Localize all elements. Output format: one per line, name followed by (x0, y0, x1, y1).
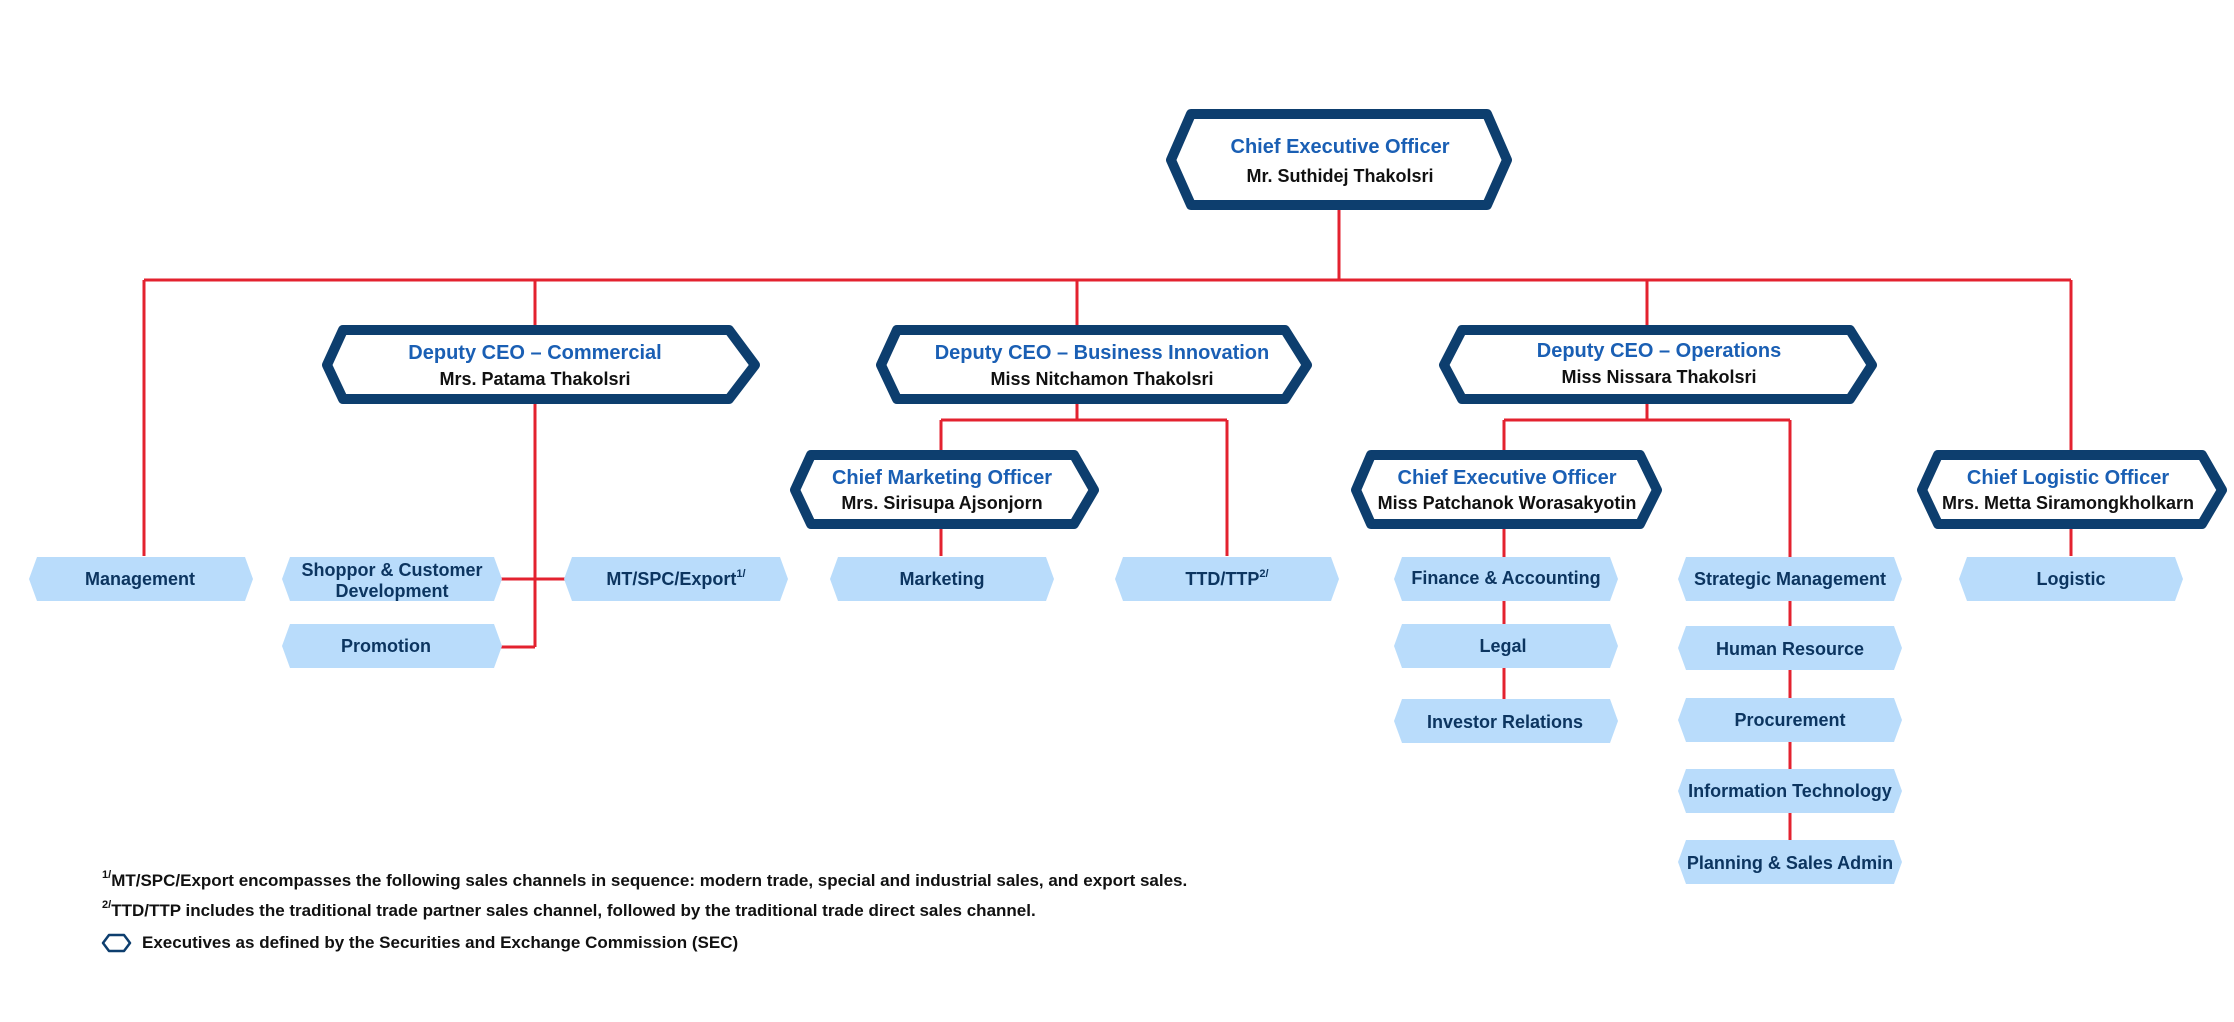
logistic-box (1959, 557, 2183, 601)
footnote-1: 1/MT/SPC/Export encompasses the followin… (102, 869, 1187, 890)
procurement-label: Procurement (1734, 710, 1845, 730)
mt-spc-sup: 1/ (736, 568, 745, 580)
promotion-label: Promotion (341, 636, 431, 656)
deputy-innovation-name: Miss Nitchamon Thakolsri (990, 369, 1213, 389)
ceo-title: Chief Executive Officer (1231, 136, 1450, 158)
investor-box (1394, 699, 1618, 743)
footnote-1-sup: 1/ (102, 869, 111, 881)
legal-label: Legal (1479, 636, 1526, 656)
ttd-label: TTD/TTP2/ (1185, 568, 1268, 589)
footnote-2-sup: 2/ (102, 899, 111, 911)
ceo-name: Mr. Suthidej Thakolsri (1246, 166, 1433, 186)
clo-name: Mrs. Metta Siramongkholkarn (1942, 493, 2194, 513)
shoppor-label-line2: Development (335, 581, 448, 601)
deputy-innovation-box (876, 325, 1312, 404)
mt-spc-box (564, 557, 788, 601)
planning-label: Planning & Sales Admin (1687, 853, 1893, 873)
footnotes: 1/MT/SPC/Export encompasses the followin… (101, 869, 1187, 953)
shoppor-label-line1: Shoppor & Customer (301, 560, 482, 580)
ttd-sup: 2/ (1259, 568, 1268, 580)
footnote-2-text: TTD/TTP includes the traditional trade p… (111, 901, 1036, 920)
logistic-label: Logistic (2036, 569, 2105, 589)
deputy-operations-name: Miss Nissara Thakolsri (1561, 367, 1756, 387)
ttd-box (1115, 557, 1339, 601)
footnote-2: 2/TTD/TTP includes the traditional trade… (102, 899, 1036, 920)
connectors (142, 207, 2073, 840)
deputy-commercial-name: Mrs. Patama Thakolsri (439, 369, 630, 389)
promotion-box (282, 624, 502, 668)
investor-label: Investor Relations (1427, 712, 1583, 732)
finance-box (1394, 557, 1618, 601)
planning-box (1678, 840, 1902, 884)
marketing-label: Marketing (899, 569, 984, 589)
it-label: Information Technology (1688, 781, 1892, 801)
clo-title: Chief Logistic Officer (1967, 467, 2169, 489)
procurement-box (1678, 698, 1902, 742)
deputy-innovation-title: Deputy CEO – Business Innovation (935, 342, 1270, 364)
mt-spc-label: MT/SPC/Export1/ (606, 568, 745, 589)
strategic-box (1678, 557, 1902, 601)
footnote-1-text: MT/SPC/Export encompasses the following … (111, 871, 1187, 890)
mt-spc-text: MT/SPC/Export (606, 569, 736, 589)
shoppor-box (282, 557, 502, 601)
ops-ceo-box (1351, 450, 1662, 529)
ops-ceo-title: Chief Executive Officer (1398, 467, 1617, 489)
strategic-label: Strategic Management (1694, 569, 1886, 589)
cmo-box (790, 450, 1099, 529)
cmo-title: Chief Marketing Officer (832, 467, 1052, 489)
legal-box (1394, 624, 1618, 668)
marketing-box (830, 557, 1054, 601)
ceo-box (1166, 109, 1512, 210)
management-label: Management (85, 569, 195, 589)
it-box (1678, 769, 1902, 813)
finance-label: Finance & Accounting (1411, 568, 1600, 588)
deputy-operations-box (1439, 325, 1877, 404)
ops-ceo-name: Miss Patchanok Worasakyotin (1378, 493, 1637, 513)
clo-box (1917, 450, 2227, 529)
deputy-commercial-box (322, 325, 760, 404)
hr-label: Human Resource (1716, 639, 1864, 659)
ttd-text: TTD/TTP (1185, 569, 1259, 589)
deputy-operations-title: Deputy CEO – Operations (1537, 340, 1782, 362)
deputy-commercial-title: Deputy CEO – Commercial (408, 342, 661, 364)
management-box (29, 557, 253, 601)
cmo-name: Mrs. Sirisupa Ajsonjorn (841, 493, 1042, 513)
hr-box (1678, 626, 1902, 670)
unit-boxes (29, 557, 2183, 884)
legend-text: Executives as defined by the Securities … (142, 933, 738, 952)
executive-boxes (322, 109, 2227, 529)
legend-hexagon-icon (101, 933, 132, 953)
